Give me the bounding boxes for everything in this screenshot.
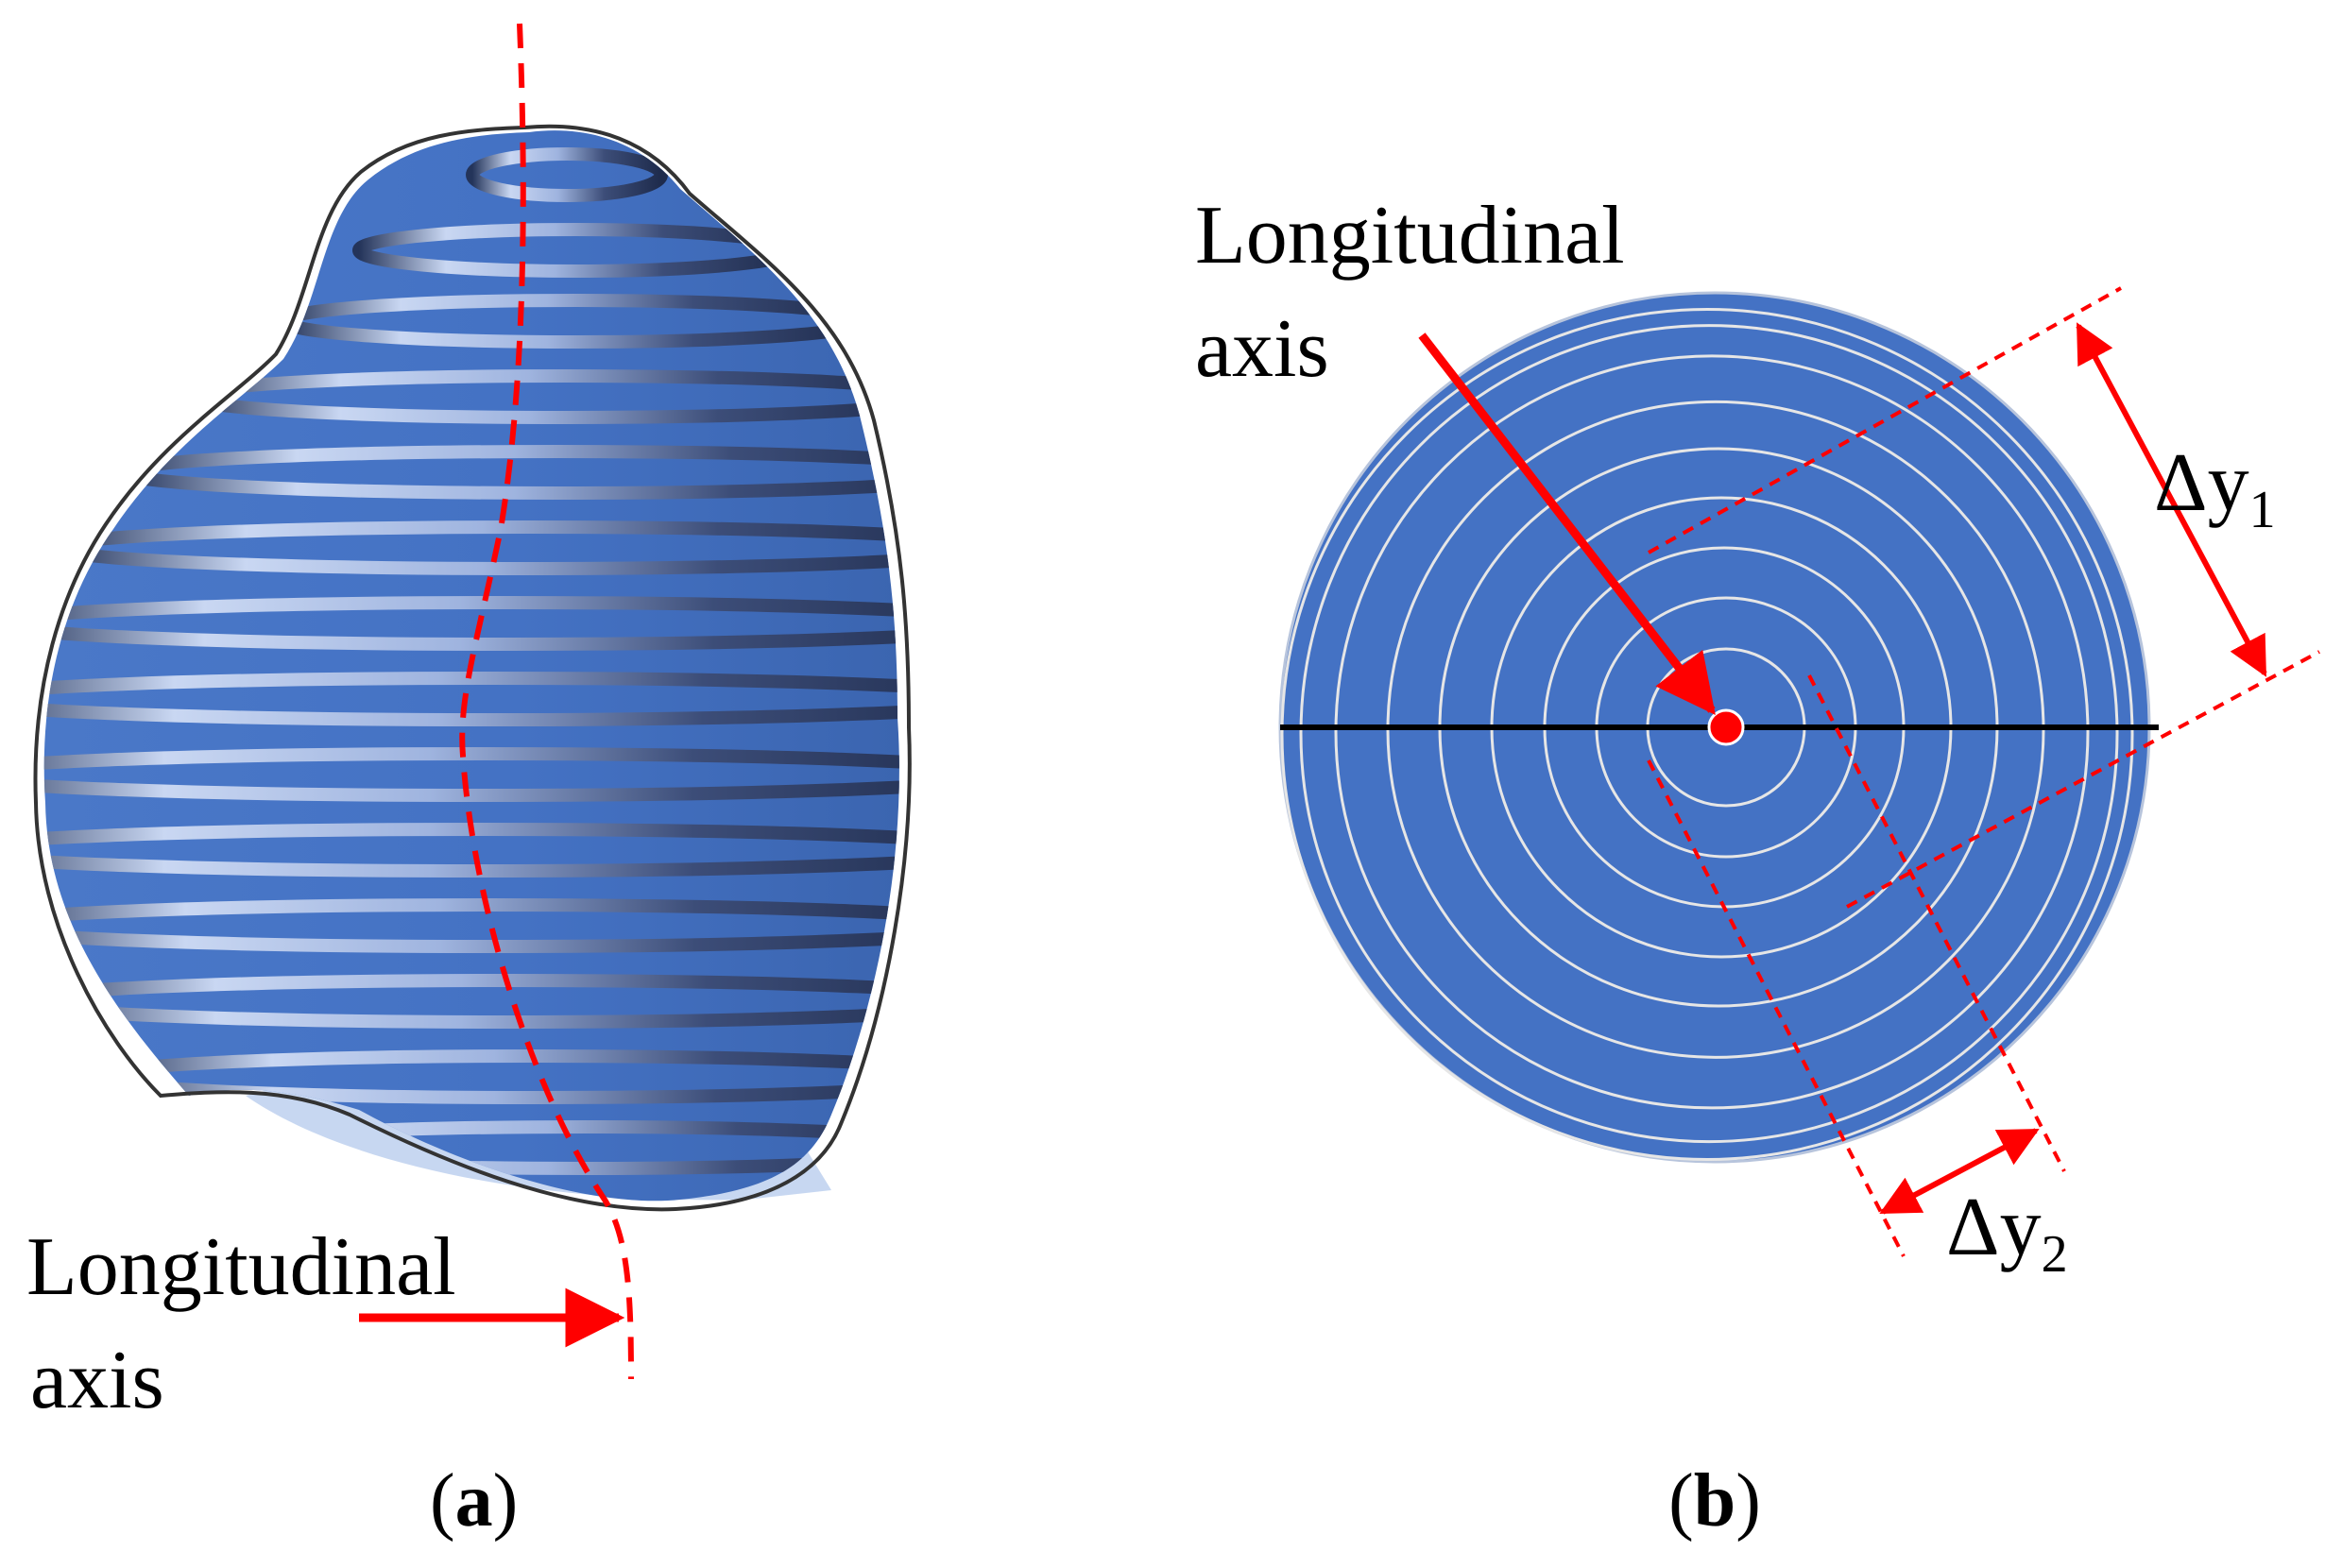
dash-line-dy2-right [1807, 674, 2066, 1172]
panel-label-a: (a) [430, 1459, 518, 1542]
panel-a: Longitudinal axis (a) [26, 23, 912, 1542]
body-ring [466, 147, 668, 202]
body-ring [43, 974, 899, 1029]
longitudinal-axis-point [1707, 708, 1745, 746]
cross-section-ring [1334, 354, 2090, 1110]
longitudinal-axis-curve [459, 23, 634, 1380]
body-ring [43, 596, 899, 651]
delta-y1-arrow [2076, 322, 2267, 677]
dash-line-dy1-lower [1846, 650, 2320, 909]
delta-y2-label: Δy2 [1946, 1182, 2068, 1284]
axis-label-b-line1: Longitudinal [1195, 190, 1625, 281]
cross-section-ring [1280, 308, 2134, 1161]
dash-line-dy1-upper [1648, 286, 2122, 554]
body-ring [43, 898, 899, 953]
dash-line-dy2-left [1647, 759, 1906, 1257]
body-ring [43, 672, 899, 726]
panel-b: Longitudinal axis Δy1 Δy2 (b) [1195, 190, 2320, 1542]
cross-section-ring [1299, 324, 2119, 1144]
axis-pointer-arrow-b [1418, 332, 1716, 715]
body-ring [43, 823, 899, 878]
axis-label-a-line2: axis [30, 1335, 164, 1426]
body-outline [33, 124, 912, 1212]
panel-label-b: (b) [1668, 1459, 1761, 1542]
delta-y1-label: Δy1 [2154, 437, 2276, 539]
axis-label-a-line1: Longitudinal [26, 1221, 456, 1313]
body-ring [43, 747, 899, 802]
delta-y2-arrow [1879, 1128, 2040, 1215]
axis-label-b-line2: axis [1195, 303, 1329, 395]
